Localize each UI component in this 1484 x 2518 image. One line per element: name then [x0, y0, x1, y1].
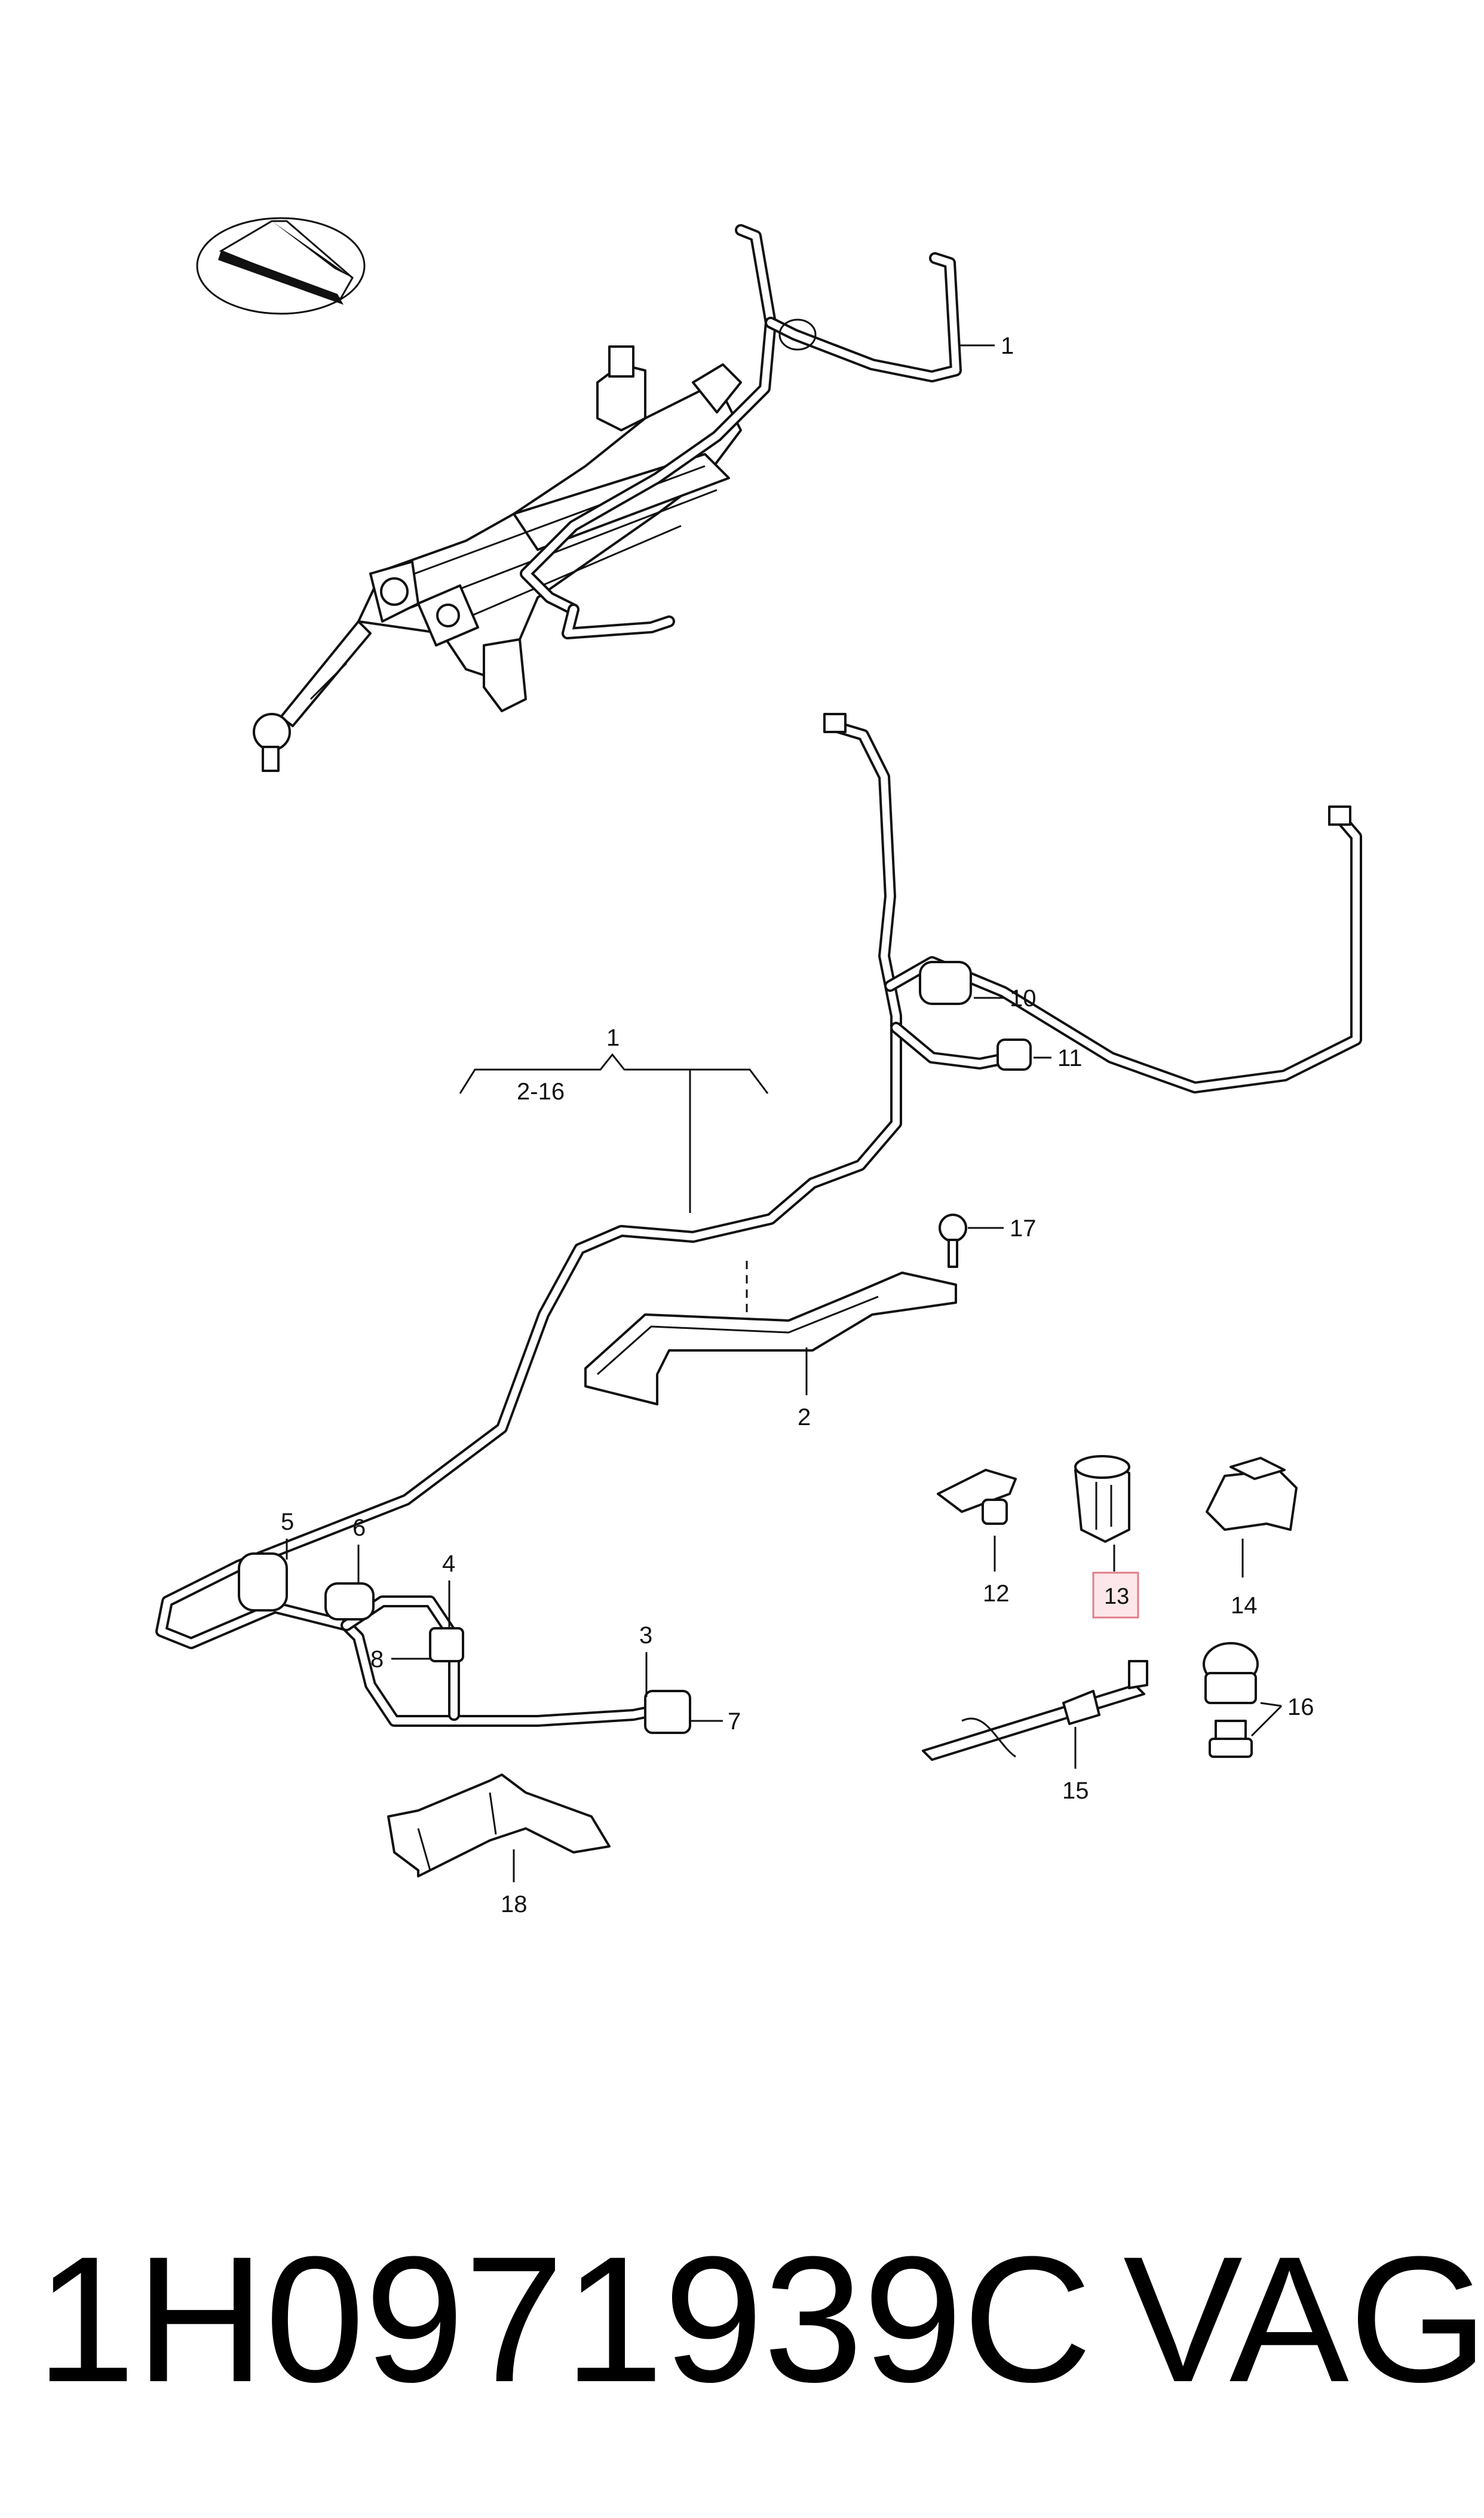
connector-11 — [997, 1039, 1032, 1071]
callout-15: 15 — [1062, 1778, 1089, 1804]
callout-18: 18 — [501, 1891, 528, 1917]
callout-13: 13 — [1104, 1584, 1129, 1609]
callout-10: 10 — [1010, 985, 1037, 1012]
part-14-clip-illustration — [1206, 1457, 1298, 1531]
group-bracket: 1 2-16 — [459, 1025, 769, 1213]
connector-top-right — [1328, 805, 1351, 826]
part-2-bracket-illustration — [584, 1261, 957, 1405]
connector-5 — [238, 1552, 288, 1612]
part-16-bolt-illustration — [1209, 1720, 1253, 1758]
callout-14: 14 — [1231, 1592, 1258, 1619]
part-18-bracket-illustration — [387, 1773, 611, 1877]
connector-7 — [644, 1690, 691, 1734]
callout-12: 12 — [983, 1580, 1010, 1607]
orientation-compass-icon — [196, 217, 366, 315]
callout-7: 7 — [728, 1708, 741, 1735]
connector-10 — [919, 961, 972, 1005]
part-16-nut-illustration — [1203, 1642, 1259, 1704]
callout-17: 17 — [1010, 1215, 1037, 1242]
part-15-cable-tie-illustration — [922, 1660, 1148, 1761]
main-wiring-harness — [155, 713, 1362, 1734]
callout-11: 11 — [1057, 1045, 1083, 1071]
callout-3: 3 — [639, 1622, 652, 1649]
connector-top-left — [823, 713, 847, 733]
connector-6 — [324, 1582, 375, 1621]
callout-range-2-16: 2-16 — [517, 1079, 565, 1105]
callout-5: 5 — [281, 1509, 294, 1535]
part-12-clip-illustration — [937, 1469, 1017, 1525]
part-number-label: 1H0971939C — [36, 2219, 1092, 2419]
callout-1-top: 1 — [1001, 333, 1014, 359]
steering-rack-assembly-illustration — [253, 345, 742, 772]
callout-16: 16 — [1287, 1694, 1314, 1720]
connector-8 — [429, 1627, 464, 1662]
top-wiring-harness — [520, 224, 962, 639]
brand-label: VAG — [1123, 2219, 1484, 2419]
callout-1-group: 1 — [606, 1025, 620, 1051]
callout-8: 8 — [370, 1646, 384, 1672]
part-13-clip-illustration — [1074, 1455, 1130, 1543]
callout-6: 6 — [352, 1515, 366, 1541]
callout-2: 2 — [798, 1404, 811, 1430]
part-17-screw-illustration — [939, 1214, 967, 1268]
callout-4: 4 — [442, 1551, 455, 1577]
callout-13-highlight — [1092, 1572, 1139, 1619]
